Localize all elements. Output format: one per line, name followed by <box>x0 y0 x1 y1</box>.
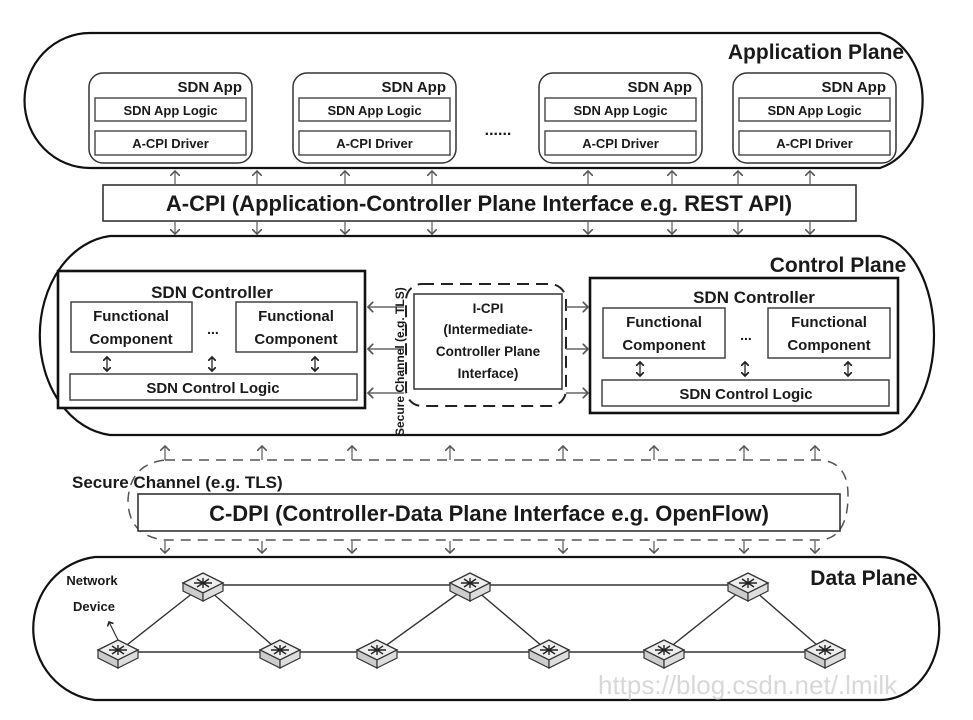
svg-text:Component: Component <box>89 331 172 348</box>
network-switch-icon <box>97 639 139 669</box>
i-cpi-line: I-CPI <box>473 301 504 316</box>
network-link <box>747 584 826 653</box>
a-cpi-interface: A-CPI (Application-Controller Plane Inte… <box>102 184 857 222</box>
sdn-app-logic: SDN App Logic <box>327 103 421 118</box>
control-logic: SDN Control Logic <box>146 380 279 397</box>
controller-title: SDN Controller <box>151 283 273 302</box>
a-cpi-arrows <box>175 171 810 234</box>
c-dpi-interface: Secure Channel (e.g. TLS) C-DPI (Control… <box>72 459 849 541</box>
svg-text:Functional: Functional <box>626 314 702 331</box>
network-link <box>117 584 204 653</box>
a-cpi-label: A-CPI (Application-Controller Plane Inte… <box>166 191 792 216</box>
svg-text:Component: Component <box>254 331 337 348</box>
i-cpi-line: Controller Plane <box>436 344 541 359</box>
network-switch-icon <box>804 639 846 669</box>
sdn-app-driver: A-CPI Driver <box>336 136 413 151</box>
i-cpi-line: Interface) <box>458 366 519 381</box>
svg-text:Component: Component <box>622 337 705 354</box>
network-link <box>202 584 281 653</box>
application-plane-label: Application Plane <box>728 41 904 64</box>
functional-component: Functional Component <box>767 307 891 359</box>
network-switch-icon <box>356 639 398 669</box>
network-device-label-line1: Network <box>66 573 118 588</box>
i-cpi-interface: I-CPI (Intermediate- Controller Plane In… <box>368 283 588 436</box>
apps-ellipsis: ...... <box>485 122 512 139</box>
network-devices <box>97 572 846 669</box>
functional-component: Functional Component <box>70 301 193 353</box>
control-plane: Control Plane SDN Controller Functional … <box>38 234 936 437</box>
controller-title: SDN Controller <box>693 288 815 307</box>
sdn-app-driver: A-CPI Driver <box>132 136 209 151</box>
data-plane-label: Data Plane <box>810 567 917 590</box>
functional-component: Functional Component <box>602 307 726 359</box>
sdn-app-title: SDN App <box>628 79 692 96</box>
sdn-app-driver: A-CPI Driver <box>776 136 853 151</box>
sdn-app-logic: SDN App Logic <box>123 103 217 118</box>
network-link <box>469 584 550 653</box>
sdn-controller-right: SDN Controller Functional Component Func… <box>588 276 900 415</box>
c-dpi-label: C-DPI (Controller-Data Plane Interface e… <box>209 501 769 526</box>
control-plane-boundary <box>38 234 936 437</box>
components-ellipsis: ... <box>740 327 752 343</box>
components-ellipsis: ... <box>207 321 219 337</box>
svg-text:Functional: Functional <box>93 308 169 325</box>
control-plane-label: Control Plane <box>770 254 907 277</box>
data-plane: Data Plane Network Device https://blog.c… <box>32 555 941 702</box>
svg-text:Component: Component <box>787 337 870 354</box>
application-plane-boundary <box>23 31 924 170</box>
sdn-app-title: SDN App <box>822 79 886 96</box>
watermark: https://blog.csdn.net/.lmilk <box>598 670 898 700</box>
sdn-app-logic: SDN App Logic <box>767 103 861 118</box>
network-switch-icon <box>528 639 570 669</box>
i-cpi-secure-channel-label: Secure Channel (e.g. TLS) <box>393 287 407 436</box>
sdn-app-driver: A-CPI Driver <box>582 136 659 151</box>
functional-component: Functional Component <box>235 301 358 353</box>
data-plane-boundary <box>32 555 941 702</box>
network-switch-icon <box>259 639 301 669</box>
sdn-controller-left: SDN Controller Functional Component Func… <box>56 269 367 410</box>
network-device-label-line2: Device <box>73 599 115 614</box>
sdn-app-title: SDN App <box>178 79 242 96</box>
control-logic: SDN Control Logic <box>679 386 812 403</box>
network-switch-icon <box>643 639 685 669</box>
network-link <box>376 584 471 653</box>
svg-text:Functional: Functional <box>258 308 334 325</box>
svg-text:Functional: Functional <box>791 314 867 331</box>
sdn-app-logic: SDN App Logic <box>573 103 667 118</box>
c-dpi-secure-channel-label: Secure Channel (e.g. TLS) <box>72 473 283 492</box>
network-link <box>663 584 749 653</box>
sdn-app-title: SDN App <box>382 79 446 96</box>
c-dpi-arrows <box>165 446 815 553</box>
i-cpi-line: (Intermediate- <box>443 322 532 337</box>
